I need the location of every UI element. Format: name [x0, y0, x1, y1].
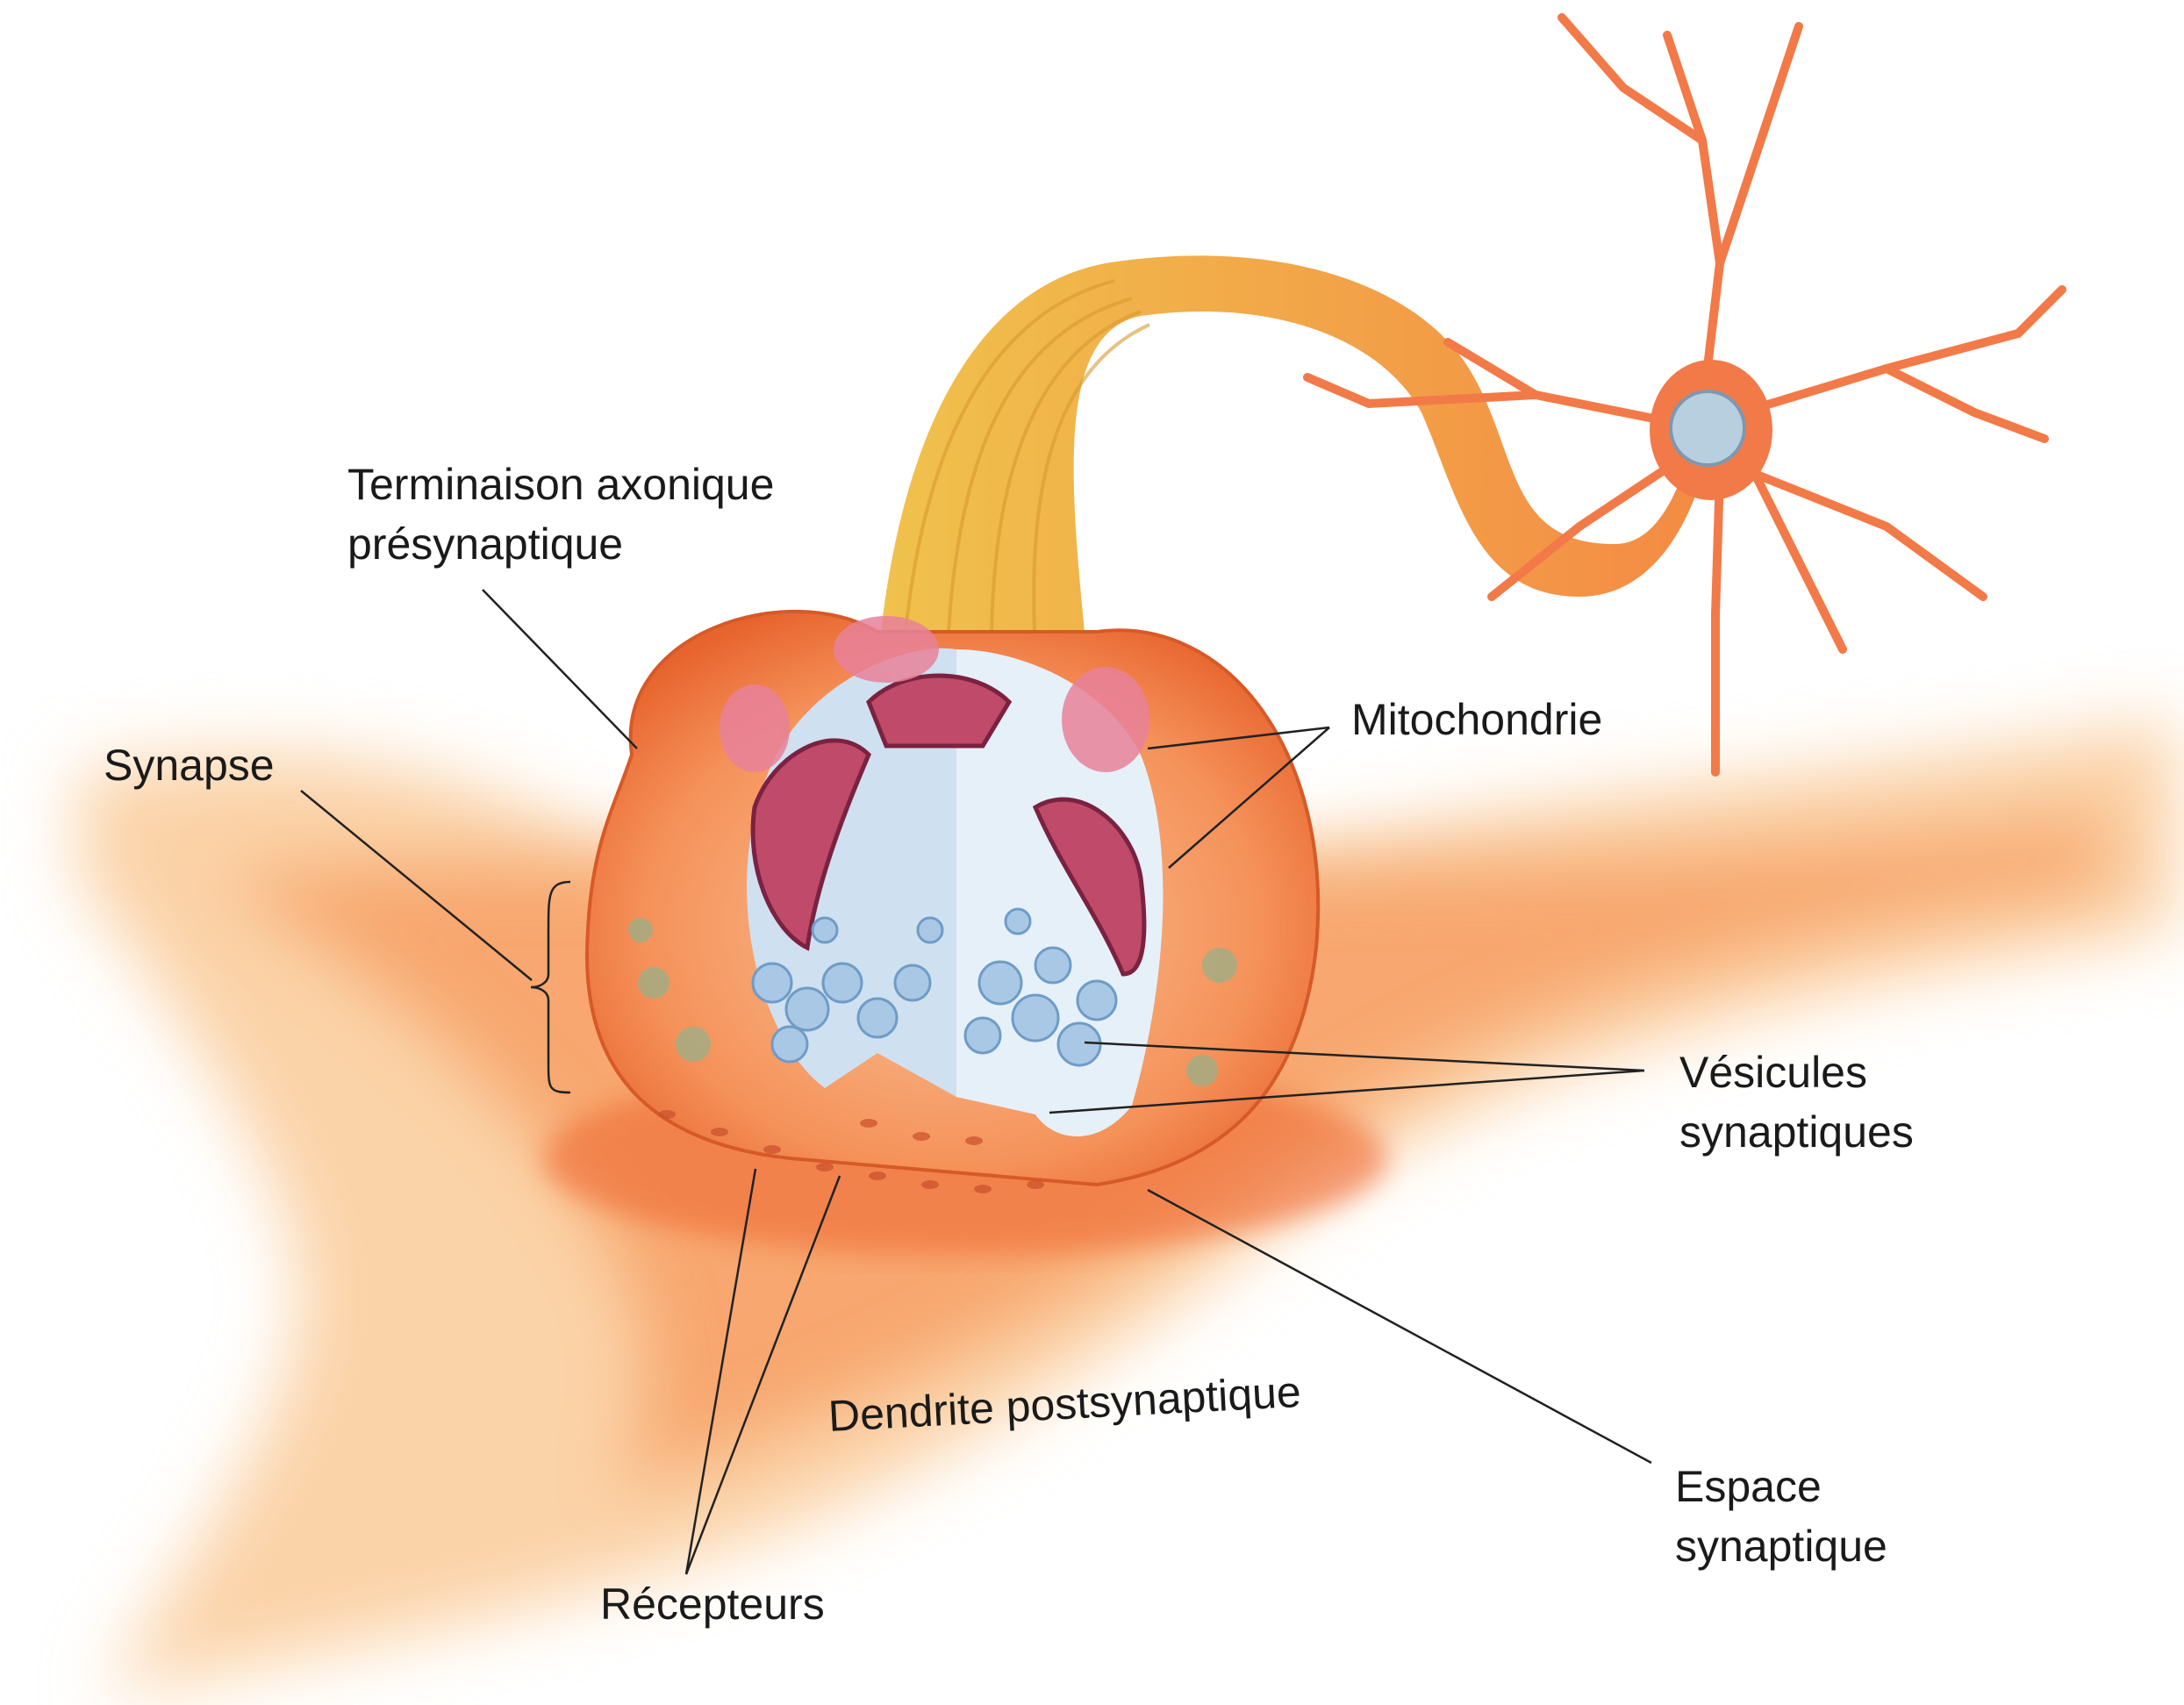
- receptors-leader-line: [684, 1175, 841, 1575]
- label-line: présynaptique: [347, 519, 624, 569]
- label-line: synaptiques: [1679, 1107, 1914, 1157]
- mitochondria-leader-line: [1147, 726, 1330, 750]
- synapse-brace: [530, 880, 571, 1094]
- nucleus: [1669, 390, 1746, 467]
- receptors: [658, 1110, 1044, 1193]
- axon: [877, 255, 1711, 667]
- receptors-leader-line: [684, 1168, 757, 1575]
- terminal-leader-line: [482, 589, 638, 749]
- label-line: Terminaison axonique: [347, 460, 775, 509]
- label-line: Espace: [1675, 1462, 1822, 1511]
- label-receptors: Récepteurs: [600, 1580, 825, 1629]
- mitochondria: [750, 673, 1147, 977]
- leader-lines: [300, 589, 1652, 1575]
- label-line: synaptique: [1675, 1522, 1887, 1571]
- presynaptic-terminal: [585, 609, 1321, 1193]
- synapse-leader-line: [300, 790, 533, 981]
- vesicles-leader-line: [1049, 1069, 1645, 1114]
- synaptic-vesicles: [751, 907, 1118, 1067]
- vesicles-leader-line: [1084, 1041, 1645, 1072]
- label-synaptic-cleft: Espace synaptique: [1675, 1457, 1887, 1576]
- cleft-leader-line: [1147, 1188, 1652, 1465]
- label-synapse: Synapse: [104, 741, 275, 790]
- mitochondria-leader-line: [1168, 727, 1330, 869]
- label-mitochondria: Mitochondrie: [1351, 695, 1603, 744]
- label-line: Vésicules: [1679, 1048, 1867, 1097]
- label-presynaptic-terminal: Terminaison axonique présynaptique: [347, 455, 774, 574]
- label-synaptic-vesicles: Vésicules synaptiques: [1679, 1042, 1914, 1162]
- mitochondria-outer: [720, 616, 1149, 772]
- neuron-cell-body: [1303, 13, 2066, 777]
